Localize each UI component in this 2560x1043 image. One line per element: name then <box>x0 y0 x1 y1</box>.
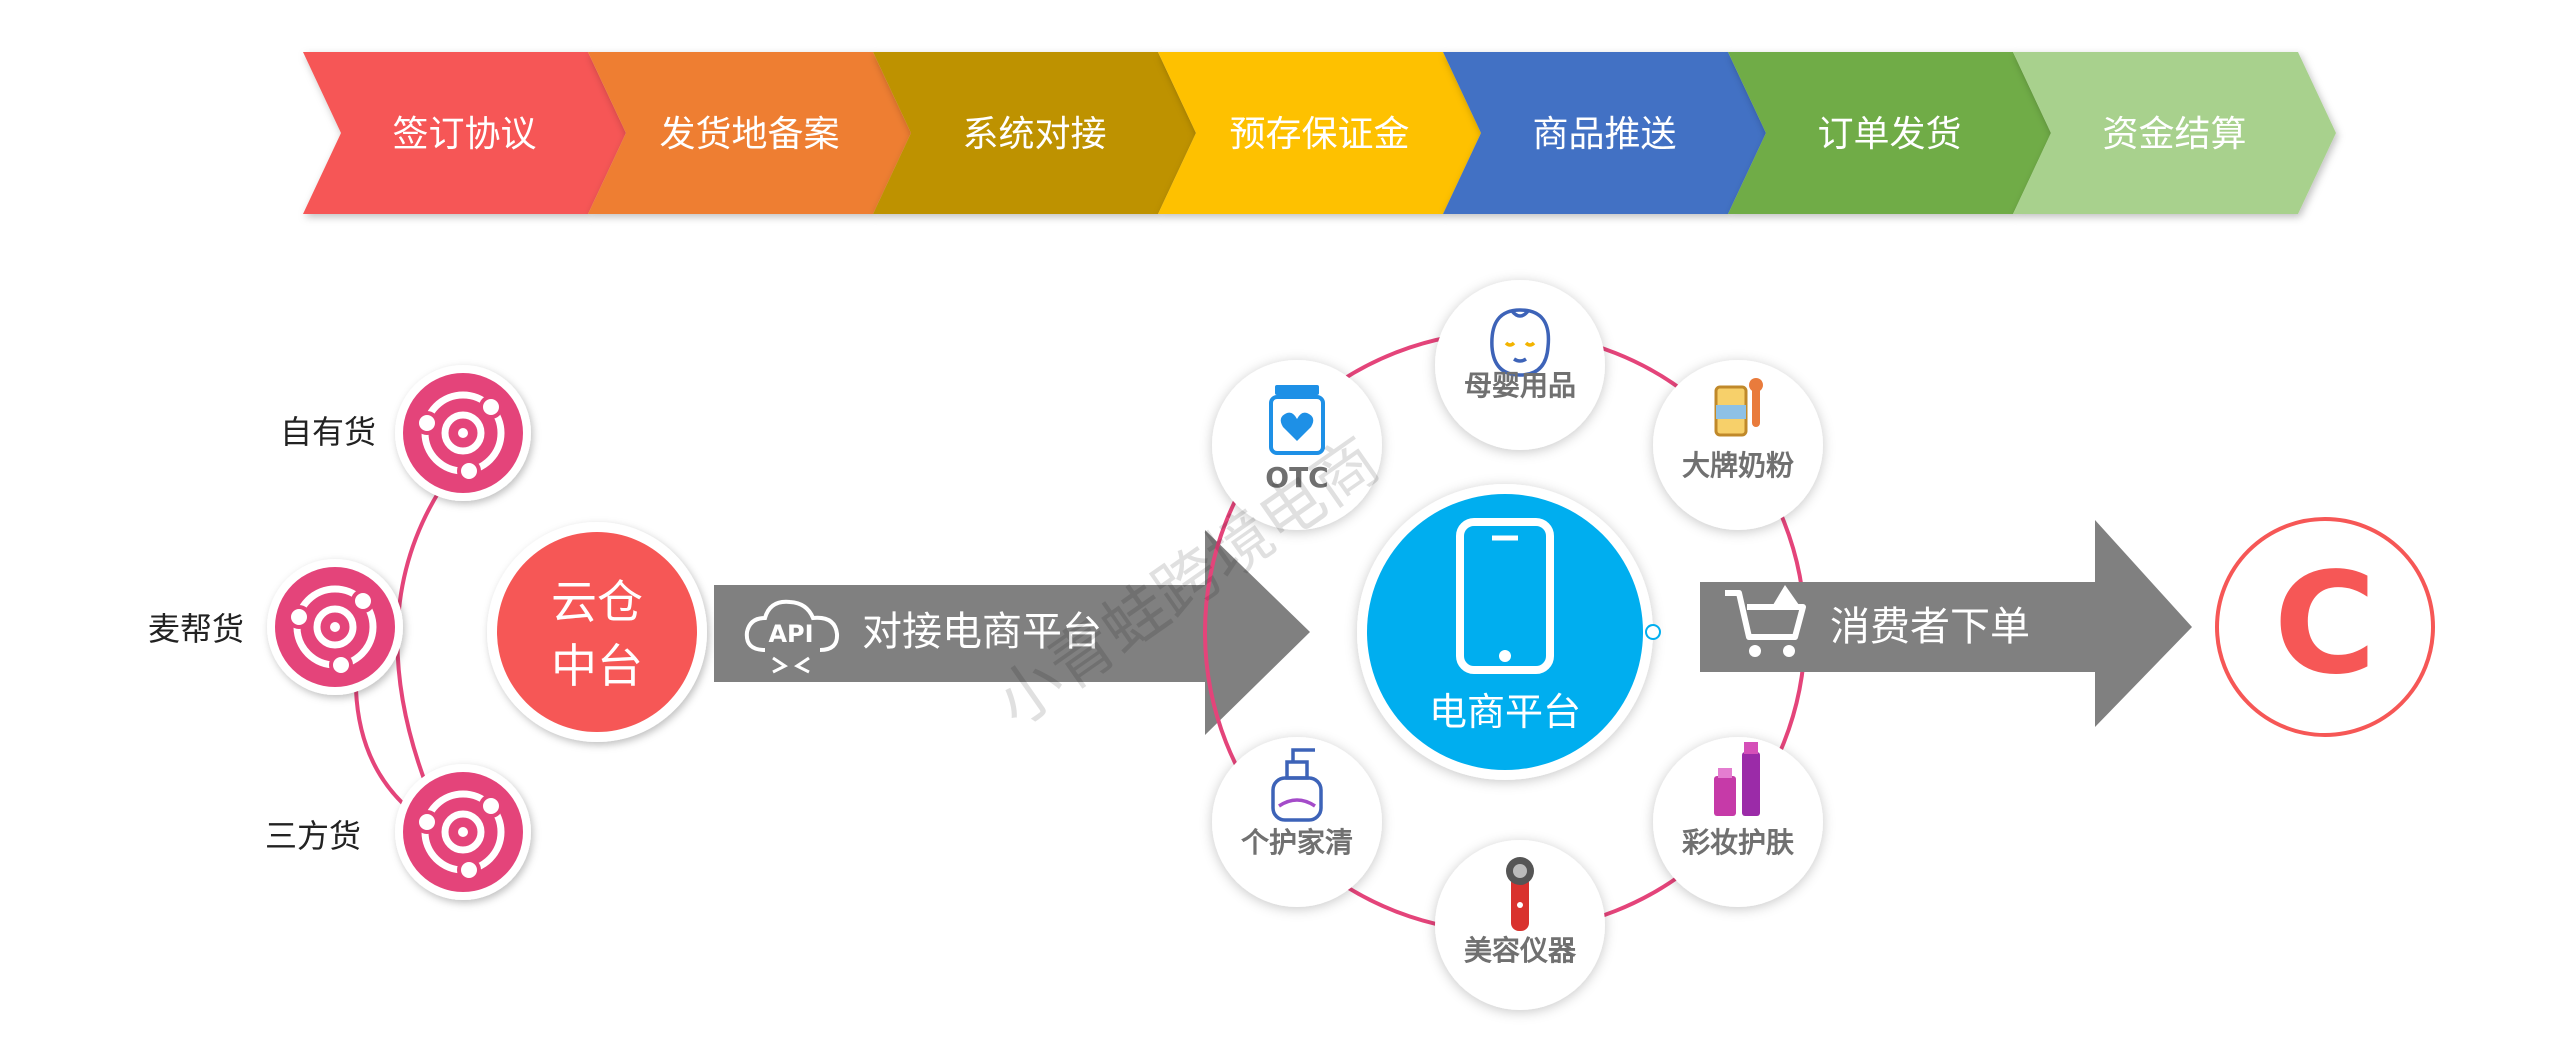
process-step-4: 预存保证金 <box>1158 52 1481 214</box>
process-step-label: 发货地备案 <box>659 114 839 155</box>
hub-label-line2: 中台 <box>551 639 643 693</box>
consumer-order-arrow: 消费者下单 <box>1700 520 2192 727</box>
connect-arrow-label: 对接电商平台 <box>862 609 1102 655</box>
beauty-device-icon <box>1506 857 1534 931</box>
medicine-jar-icon <box>1269 385 1325 455</box>
source-label-maibang: 麦帮货 <box>148 610 244 648</box>
process-step-label: 签订协议 <box>392 114 536 155</box>
platform-label: 电商平台 <box>1429 690 1581 734</box>
process-step-2: 发货地备案 <box>588 52 911 214</box>
category-formula: 大牌奶粉 <box>1653 360 1823 530</box>
source-section: 自有货 麦帮货 三方货 云仓 中台 <box>148 365 707 900</box>
consumer-letter: C <box>2274 543 2377 706</box>
source-icon-2 <box>267 559 403 695</box>
process-step-chevron <box>303 52 626 214</box>
process-step-chevron <box>1443 52 1766 214</box>
api-cloud-icon: API <box>744 599 840 674</box>
cloud-warehouse-hub: 云仓 中台 <box>487 522 707 742</box>
category-label-beauty-device: 美容仪器 <box>1464 934 1577 967</box>
connect-platform-arrow: API 对接电商平台 <box>714 530 1310 735</box>
process-step-1: 签订协议 <box>303 52 626 214</box>
process-step-label: 预存保证金 <box>1229 114 1409 155</box>
cosmetics-icon <box>1714 742 1760 816</box>
shopping-cart-icon <box>1725 585 1806 657</box>
consumer-node: C <box>2215 517 2435 737</box>
category-beauty-device: 美容仪器 <box>1435 840 1605 1010</box>
source-icon-1 <box>395 365 531 501</box>
category-cosmetics: 彩妆护肤 <box>1653 737 1823 907</box>
process-step-chevron <box>588 52 911 214</box>
category-label-personal-care: 个护家清 <box>1241 826 1353 859</box>
process-step-6: 订单发货 <box>1728 52 2051 214</box>
process-step-chevron <box>1158 52 1481 214</box>
platform-center: 电商平台 <box>1357 484 1661 780</box>
process-step-3: 系统对接 <box>873 52 1196 214</box>
process-step-chevron <box>873 52 1196 214</box>
process-step-label: 系统对接 <box>962 114 1106 155</box>
api-icon-text: API <box>768 620 813 648</box>
smartphone-icon <box>1456 518 1554 674</box>
hub-label-line1: 云仓 <box>551 575 643 629</box>
category-label-baby: 母婴用品 <box>1464 369 1576 402</box>
process-step-5: 商品推送 <box>1443 52 1766 214</box>
process-step-chevron <box>2013 52 2336 214</box>
category-otc: OTC <box>1212 360 1382 530</box>
category-label-cosmetics: 彩妆护肤 <box>1682 826 1795 859</box>
order-arrow-label: 消费者下单 <box>1830 604 2030 650</box>
process-steps: 签订协议 发货地备案 系统对接 预存保证金 商品推送 订单发货 资金结算 <box>303 52 2336 214</box>
formula-can-icon <box>1714 378 1763 437</box>
category-label-otc: OTC <box>1265 461 1328 494</box>
source-icons <box>267 365 531 900</box>
category-baby: 母婴用品 <box>1435 280 1605 450</box>
process-step-chevron <box>1728 52 2051 214</box>
watermark: 小青蛙跨境电商 <box>983 424 1392 742</box>
source-icon-3 <box>395 764 531 900</box>
process-step-label: 商品推送 <box>1532 114 1676 155</box>
pump-bottle-icon <box>1271 748 1323 822</box>
process-step-label: 订单发货 <box>1817 114 1961 155</box>
baby-face-icon <box>1490 308 1551 377</box>
category-personal-care: 个护家清 <box>1212 737 1382 907</box>
platform-section: 电商平台 母婴用品 大牌奶粉 <box>1203 280 1823 1010</box>
process-step-7: 资金结算 <box>2013 52 2336 214</box>
category-label-formula: 大牌奶粉 <box>1682 449 1794 482</box>
source-label-own: 自有货 <box>280 413 376 451</box>
source-label-third-party: 三方货 <box>265 817 361 855</box>
process-step-label: 资金结算 <box>2102 114 2246 155</box>
